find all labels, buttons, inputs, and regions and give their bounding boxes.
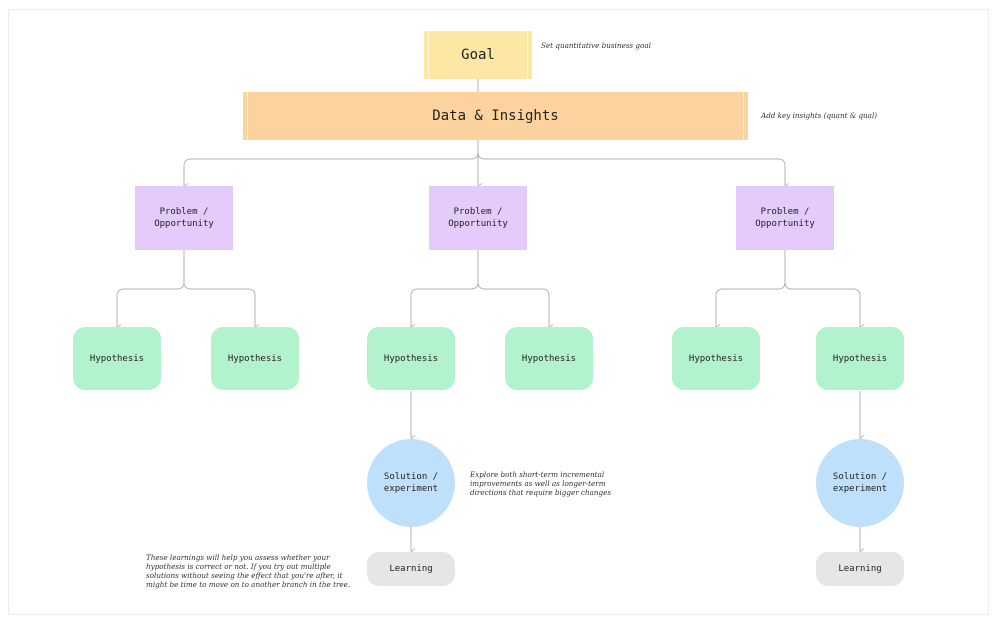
data-insights-node[interactable]: Data & Insights — [243, 92, 748, 140]
connector-problem-left-hyp1 — [116, 250, 185, 330]
solution-experiment-node-center[interactable]: Solution / experiment — [367, 439, 455, 527]
hypothesis-node-4[interactable]: Hypothesis — [505, 327, 593, 390]
data-insights-note: Add key insights (quant & qual) — [761, 111, 878, 120]
hypothesis-node-1[interactable]: Hypothesis — [73, 327, 161, 390]
learning-node-center[interactable]: Learning — [367, 552, 455, 586]
learning-node-right[interactable]: Learning — [816, 552, 904, 586]
problem-opportunity-node-right[interactable]: Problem / Opportunity — [736, 186, 834, 250]
solution-experiment-node-right[interactable]: Solution / experiment — [816, 439, 904, 527]
hypothesis-node-2[interactable]: Hypothesis — [211, 327, 299, 390]
problem-opportunity-node-left[interactable]: Problem / Opportunity — [135, 186, 233, 250]
hypothesis-node-3[interactable]: Hypothesis — [367, 327, 455, 390]
diagram-frame — [8, 9, 989, 615]
solution-note: Explore both short-term incremental impr… — [470, 470, 612, 497]
learning-note: These learnings will help you assess whe… — [146, 553, 351, 589]
connector-problem-right-hyp2 — [784, 250, 865, 330]
connector-problem-center-hyp2 — [477, 250, 554, 330]
hypothesis-node-6[interactable]: Hypothesis — [816, 327, 904, 390]
connector-data-problem-right — [477, 140, 790, 189]
goal-node[interactable]: Goal — [424, 31, 532, 79]
hypothesis-node-5[interactable]: Hypothesis — [672, 327, 760, 390]
problem-opportunity-node-center[interactable]: Problem / Opportunity — [429, 186, 527, 250]
connector-problem-center-hyp1 — [410, 250, 479, 330]
connector-problem-left-hyp2 — [183, 250, 260, 330]
connector-problem-right-hyp1 — [715, 250, 786, 330]
goal-note: Set quantitative business goal — [541, 41, 651, 50]
connector-data-problem-left — [183, 140, 479, 189]
